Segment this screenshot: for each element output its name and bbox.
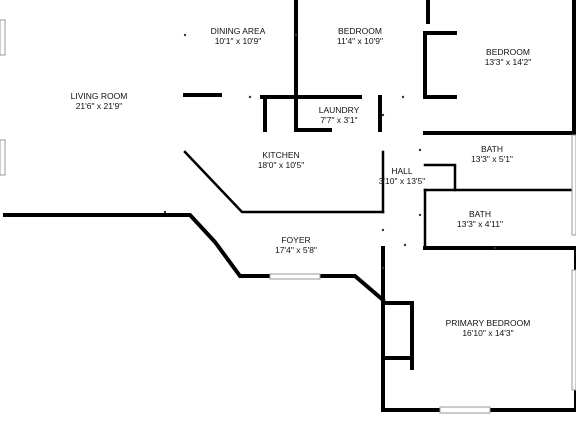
door-marker	[493, 246, 497, 250]
door-marker	[248, 95, 252, 99]
room-dims-living-room: 21'6" x 21'9"	[76, 101, 123, 111]
room-dims-bath-1: 13'3" x 5'1"	[471, 154, 513, 164]
room-name-living-room: LIVING ROOM	[71, 91, 128, 101]
door-marker	[418, 148, 422, 152]
walls	[3, 0, 576, 412]
room-name-kitchen: KITCHEN	[262, 150, 299, 160]
door-marker	[403, 243, 407, 247]
window-foyer-south	[269, 273, 321, 280]
door-marker	[183, 33, 187, 37]
wall-bath1-closet	[423, 163, 457, 192]
door-marker	[381, 266, 385, 270]
room-dims-bedroom-1: 11'4" x 10'9"	[337, 36, 383, 46]
room-dims-bedroom-2: 13'3" x 14'2"	[485, 57, 532, 67]
door-marker	[381, 113, 385, 117]
room-name-dining-area: DINING AREA	[211, 26, 266, 36]
door-marker	[381, 228, 385, 232]
room-name-primary-bedroom: PRIMARY BEDROOM	[446, 318, 531, 328]
room-dims-foyer: 17'4" x 5'8"	[275, 245, 317, 255]
room-dims-primary-bedroom: 16'10" x 14'3"	[462, 328, 513, 338]
room-name-laundry: LAUNDRY	[319, 105, 360, 115]
wall-foyer-south	[318, 274, 386, 303]
room-dims-bath-2: 13'3" x 4'11"	[457, 219, 503, 229]
room-name-hall: HALL	[391, 166, 413, 176]
room-dims-dining-area: 10'1" x 10'9"	[215, 36, 262, 46]
window-living-west-1	[0, 19, 6, 56]
window-primary-east	[571, 269, 576, 391]
door-markers	[163, 33, 497, 270]
room-name-bedroom-1: BEDROOM	[338, 26, 382, 36]
room-name-bath-2: BATH	[469, 209, 491, 219]
wall-kitchen-west	[183, 150, 385, 214]
room-name-bedroom-2: BEDROOM	[486, 47, 530, 57]
door-marker	[294, 33, 298, 37]
door-marker	[401, 95, 405, 99]
room-dims-laundry: 7'7" x 3'1"	[320, 115, 357, 125]
room-labels: DINING AREA 10'1" x 10'9" BEDROOM 11'4" …	[71, 26, 532, 338]
wall-bedroom2-west	[423, 31, 457, 99]
room-name-foyer: FOYER	[281, 235, 310, 245]
wall-living-south	[3, 213, 272, 278]
window-primary-south	[439, 406, 491, 414]
room-dims-hall: 3'10" x 13'5"	[379, 176, 426, 186]
window-living-west-2	[0, 139, 6, 176]
door-marker	[163, 210, 167, 214]
wall-primary-closet-1	[381, 301, 414, 370]
room-dims-kitchen: 18'0" x 10'5"	[258, 160, 305, 170]
room-name-bath-1: BATH	[481, 144, 503, 154]
windows	[0, 19, 576, 414]
window-bath-east	[571, 134, 576, 236]
door-marker	[418, 213, 422, 217]
